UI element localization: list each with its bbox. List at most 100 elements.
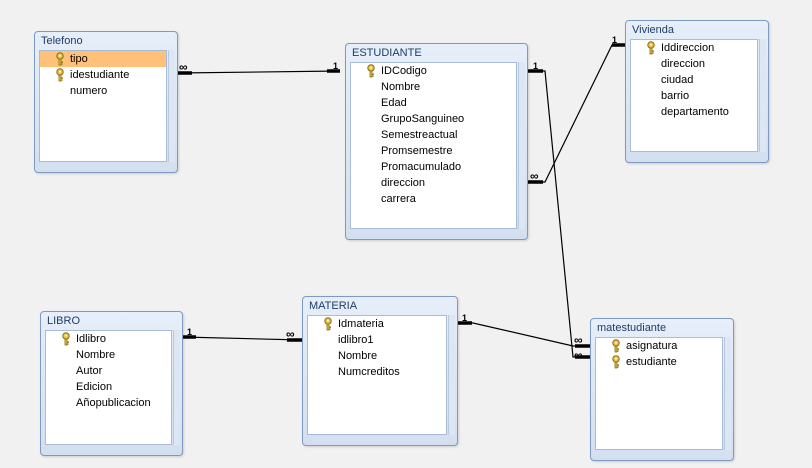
field-name: Nombre [381, 81, 421, 93]
field-row[interactable]: barrio [631, 88, 757, 104]
cardinality-label: 1 [187, 327, 192, 337]
scrollbar[interactable] [759, 39, 766, 152]
field-name: Iddireccion [661, 42, 715, 54]
cardinality-label: 1 [333, 61, 338, 71]
table-matestudiante[interactable]: matestudiante asignatura estudiante [590, 318, 734, 461]
field-row[interactable]: Nombre [351, 79, 516, 95]
cardinality-label: ∞ [530, 169, 539, 183]
field-row[interactable]: Añopublicacion [46, 395, 171, 411]
field-name: Edicion [76, 381, 113, 393]
field-row[interactable]: numero [40, 83, 166, 99]
field-name: Edad [381, 97, 407, 109]
field-row[interactable]: estudiante [596, 354, 722, 370]
field-list[interactable]: Iddireccion direccion ciudad barrio depa… [630, 39, 758, 152]
field-name: departamento [661, 106, 729, 118]
field-name: asignatura [626, 340, 678, 352]
table-estudiante[interactable]: ESTUDIANTE IDCodigo Nombre Edad GrupoSan… [345, 43, 528, 240]
scrollbar[interactable] [518, 62, 525, 229]
field-list[interactable]: IDCodigo Nombre Edad GrupoSanguineo Seme… [350, 62, 517, 229]
field-list[interactable]: Idmateria idlibro1 Nombre Numcreditos [307, 315, 447, 435]
field-row[interactable]: idestudiante [40, 67, 166, 83]
field-row[interactable]: Semestreactual [351, 127, 516, 143]
field-name: Idmateria [338, 318, 384, 330]
cardinality-label: ∞ [286, 327, 295, 341]
field-name: Promsemestre [381, 145, 453, 157]
scrollbar[interactable] [724, 337, 731, 450]
field-row[interactable]: tipo [40, 51, 166, 67]
table-vivienda[interactable]: Vivienda Iddireccion direccion ciudad ba… [625, 20, 769, 163]
field-list[interactable]: tipo idestudiante numero [39, 50, 167, 162]
key-icon [610, 355, 622, 369]
rel-line-estudiante-matestudiante[interactable] [528, 70, 590, 358]
key-icon [610, 339, 622, 353]
cardinality-label: ∞ [179, 60, 188, 74]
field-row[interactable]: direccion [351, 175, 516, 191]
field-name: direccion [661, 58, 706, 70]
field-row[interactable]: Idmateria [308, 316, 446, 332]
field-name: Promacumulado [381, 161, 462, 173]
field-name: estudiante [626, 356, 677, 368]
field-name: carrera [381, 193, 416, 205]
scrollbar[interactable] [173, 330, 180, 445]
field-list[interactable]: Idlibro Nombre Autor Edicion Añopublicac… [45, 330, 172, 445]
table-title[interactable]: ESTUDIANTE [352, 47, 422, 59]
cardinality-label: 1 [462, 313, 467, 323]
field-row[interactable]: Nombre [308, 348, 446, 364]
table-title[interactable]: Telefono [41, 35, 83, 47]
field-row[interactable]: Edad [351, 95, 516, 111]
field-name: Nombre [338, 350, 378, 362]
field-name: tipo [70, 53, 88, 65]
rel-line-telefono-estudiante[interactable] [177, 70, 341, 74]
field-row[interactable]: Edicion [46, 379, 171, 395]
field-name: Idlibro [76, 333, 106, 345]
field-row[interactable]: IDCodigo [351, 63, 516, 79]
field-row[interactable]: Iddireccion [631, 40, 757, 56]
cardinality-label: 1 [533, 61, 538, 71]
field-name: ciudad [661, 74, 694, 86]
field-name: Numcreditos [338, 366, 400, 378]
key-icon [54, 52, 66, 66]
field-row[interactable]: asignatura [596, 338, 722, 354]
field-row[interactable]: Nombre [46, 347, 171, 363]
table-title[interactable]: MATERIA [309, 300, 358, 312]
key-icon [322, 317, 334, 331]
scrollbar[interactable] [448, 315, 455, 435]
field-name: idestudiante [70, 69, 130, 81]
field-name: Nombre [76, 349, 116, 361]
field-row[interactable]: Autor [46, 363, 171, 379]
table-libro[interactable]: LIBRO Idlibro Nombre Autor Edicion Añopu… [40, 311, 183, 456]
field-name: Autor [76, 365, 103, 377]
field-name: barrio [661, 90, 690, 102]
field-row[interactable]: Idlibro [46, 331, 171, 347]
field-name: Añopublicacion [76, 397, 151, 409]
field-list[interactable]: asignatura estudiante [595, 337, 723, 450]
key-icon [54, 68, 66, 82]
table-title[interactable]: matestudiante [597, 322, 667, 334]
table-telefono[interactable]: Telefono tipo idestudiante numero [34, 31, 178, 173]
cardinality-label: 1 [612, 35, 617, 45]
field-name: GrupoSanguineo [381, 113, 465, 125]
key-icon [365, 64, 377, 78]
cardinality-label: ∞ [574, 348, 583, 362]
field-row[interactable]: Promacumulado [351, 159, 516, 175]
field-name: IDCodigo [381, 65, 427, 77]
key-icon [60, 332, 72, 346]
table-materia[interactable]: MATERIA Idmateria idlibro1 Nombre Numcre… [302, 296, 458, 446]
field-name: idlibro1 [338, 334, 374, 346]
field-row[interactable]: Numcreditos [308, 364, 446, 380]
table-title[interactable]: LIBRO [47, 315, 81, 327]
cardinality-label: ∞ [574, 333, 583, 347]
field-row[interactable]: ciudad [631, 72, 757, 88]
field-row[interactable]: departamento [631, 104, 757, 120]
field-row[interactable]: Promsemestre [351, 143, 516, 159]
field-row[interactable]: direccion [631, 56, 757, 72]
scrollbar[interactable] [168, 50, 175, 162]
field-row[interactable]: GrupoSanguineo [351, 111, 516, 127]
rel-line-libro-materia[interactable] [181, 336, 303, 341]
rel-line-estudiante-vivienda[interactable] [528, 44, 627, 183]
field-row[interactable]: carrera [351, 191, 516, 207]
table-title[interactable]: Vivienda [632, 24, 674, 36]
field-name: direccion [381, 177, 426, 189]
field-row[interactable]: idlibro1 [308, 332, 446, 348]
